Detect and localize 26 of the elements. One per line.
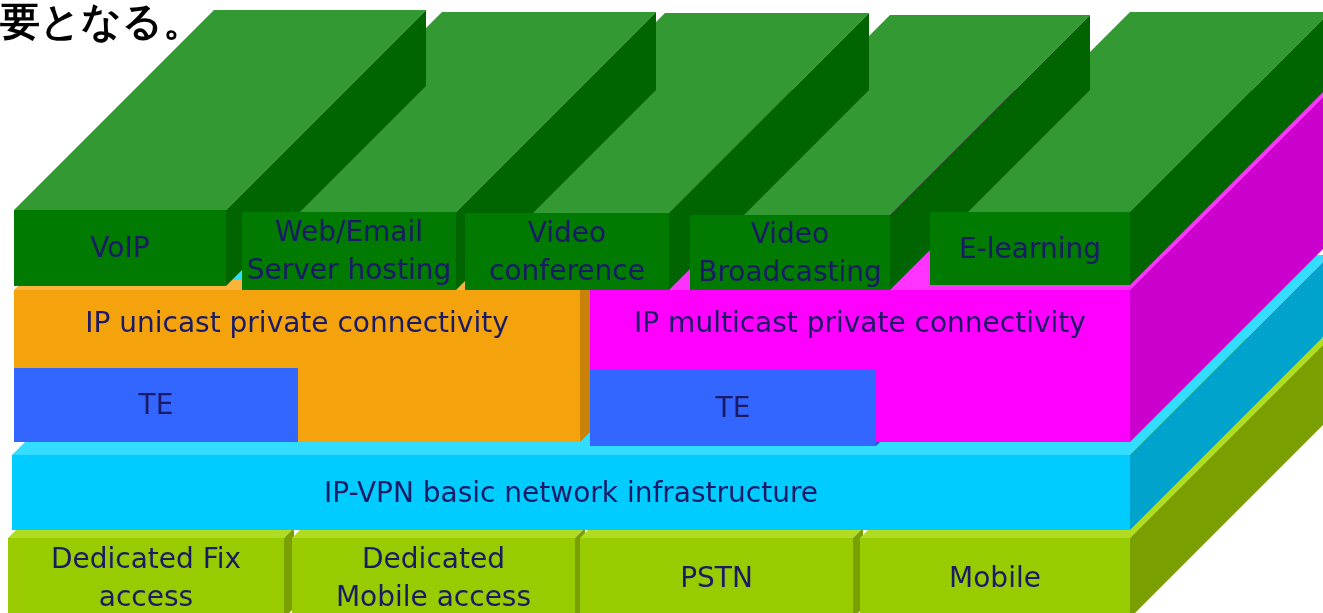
infrastructure-layer <box>12 455 1130 530</box>
te-block <box>590 370 876 446</box>
service-block <box>465 213 669 290</box>
layer-label: Video Broadcasting <box>697 215 883 290</box>
te-block <box>14 368 298 442</box>
layer-label: E-learning <box>958 230 1102 267</box>
layer-label: TE <box>137 387 175 423</box>
layer-label: Dedicated Mobile access <box>334 541 533 613</box>
service-block <box>930 212 1130 285</box>
layer-label: IP-VPN basic network infrastructure <box>322 474 820 511</box>
layer-label: Mobile <box>948 560 1042 596</box>
layer-label: IP unicast private connectivity <box>84 305 510 341</box>
access-block <box>860 538 1130 613</box>
heading-text: 要となる。 <box>0 0 203 46</box>
connectivity-layer <box>14 290 580 442</box>
layer-label: Web/Email Server hosting <box>245 214 453 288</box>
access-block <box>580 538 853 613</box>
layer-label: PSTN <box>679 560 754 596</box>
access-block <box>8 538 284 613</box>
layer-label: Dedicated Fix access <box>49 541 243 613</box>
service-block <box>14 210 226 286</box>
layer-label: VoIP <box>89 230 151 266</box>
access-block <box>292 538 575 613</box>
layer-label: IP multicast private connectivity <box>633 305 1087 341</box>
layer-label: Video conference <box>488 214 646 289</box>
layer-label: TE <box>714 390 752 426</box>
